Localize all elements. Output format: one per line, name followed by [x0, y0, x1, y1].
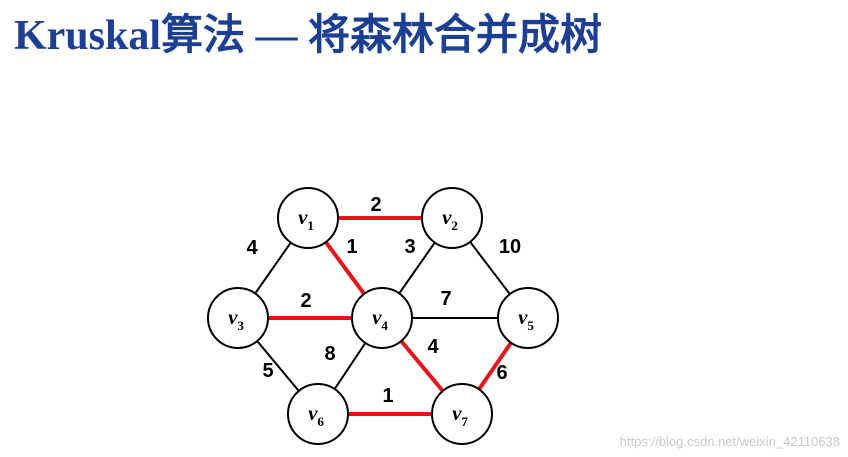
edge-weight-v3-v4: 2 [300, 290, 311, 312]
node-v3: v3 [207, 287, 269, 349]
edge-weight-v4-v5: 7 [440, 288, 451, 310]
node-label: v3 [228, 305, 244, 333]
edge-weight-v1-v3: 4 [246, 237, 258, 259]
node-label: v1 [298, 205, 314, 233]
node-v2: v2 [421, 187, 483, 249]
node-label: v7 [452, 401, 468, 429]
nodes-layer: v1 v2 v3 v4 v5 v6 v7 [207, 187, 559, 445]
node-v6: v6 [287, 383, 349, 445]
node-circle [421, 187, 483, 249]
node-label: v6 [308, 401, 324, 429]
node-v5: v5 [497, 287, 559, 349]
node-circle [207, 287, 269, 349]
edge-weight-v4-v7: 4 [427, 336, 439, 358]
weights-layer: 2 4 1 3 10 2 7 5 8 4 6 1 [246, 194, 521, 407]
node-label: v2 [442, 205, 458, 233]
edge-weight-v6-v7: 1 [382, 385, 393, 407]
node-v1: v1 [277, 187, 339, 249]
page-title: Kruskal算法 — 将森林合并成树 [14, 13, 603, 59]
edge-weight-v3-v6: 5 [262, 360, 273, 382]
watermark: https://blog.csdn.net/weixin_42110638 [619, 434, 840, 449]
node-v4: v4 [351, 287, 413, 349]
node-label: v4 [372, 305, 388, 333]
node-circle [277, 187, 339, 249]
edge-weight-v1-v2: 2 [370, 194, 381, 216]
node-circle [287, 383, 349, 445]
edge-weight-v2-v4: 3 [404, 236, 415, 258]
node-v7: v7 [431, 383, 493, 445]
node-label: v5 [518, 305, 534, 333]
node-circle [497, 287, 559, 349]
node-circle [431, 383, 493, 445]
edge-weight-v2-v5: 10 [499, 236, 521, 258]
edge-weight-v5-v7: 6 [496, 362, 507, 384]
edge-weight-v1-v4: 1 [346, 236, 357, 258]
edge-weight-v4-v6: 8 [324, 343, 335, 365]
node-circle [351, 287, 413, 349]
